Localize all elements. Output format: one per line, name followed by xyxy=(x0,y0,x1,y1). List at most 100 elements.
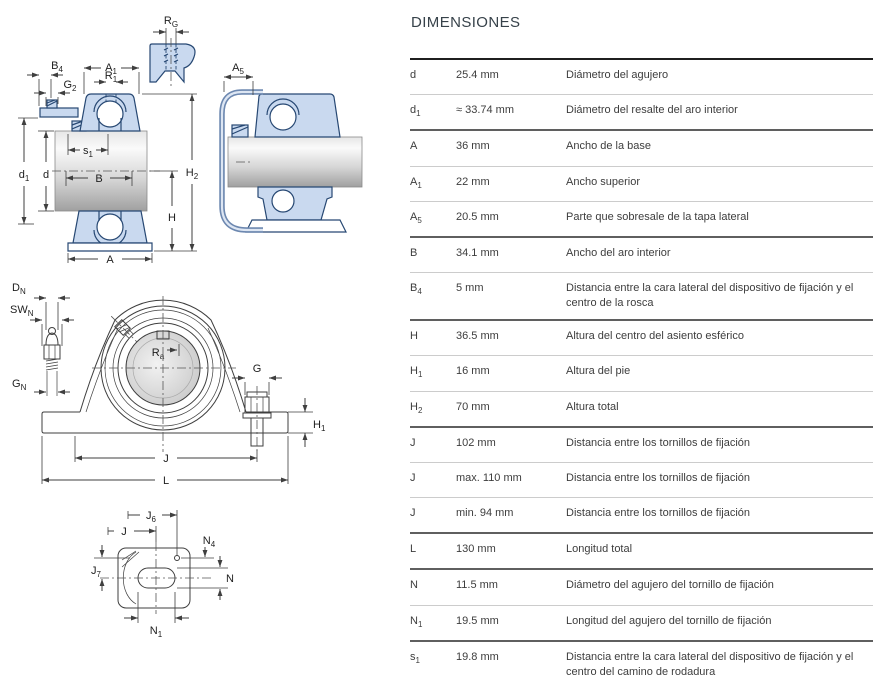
table-row: s1 19.8 mm Distancia entre la cara later… xyxy=(410,639,873,688)
table-row: A1 22 mm Ancho superior xyxy=(410,165,873,201)
dimension-symbol: d1 xyxy=(410,104,421,119)
s1-label: s1 xyxy=(83,145,94,159)
dimension-value: 11.5 mm xyxy=(456,579,498,592)
dimension-description: Parte que sobresale de la tapa lateral xyxy=(566,210,749,223)
gn-label: GN xyxy=(12,378,27,392)
table-row: L 130 mm Longitud total xyxy=(410,532,873,568)
table-row: d1 ≈ 33.74 mm Diámetro del resalte del a… xyxy=(410,94,873,129)
dimension-symbol: N1 xyxy=(410,614,423,629)
dimension-symbol: A5 xyxy=(410,210,422,225)
dimension-description: Diámetro del agujero del tornillo de fij… xyxy=(566,579,774,592)
table-row: d 25.4 mm Diámetro del agujero xyxy=(410,60,873,94)
dimension-description: Diámetro del resalte del aro interior xyxy=(566,104,738,117)
l-label: L xyxy=(163,475,169,487)
table-row: N 11.5 mm Diámetro del agujero del torni… xyxy=(410,568,873,604)
table-row: J max. 110 mm Distancia entre los tornil… xyxy=(410,461,873,497)
dimension-value: 19.8 mm xyxy=(456,650,499,663)
dimension-value: 19.5 mm xyxy=(456,614,499,627)
dimension-symbol: s1 xyxy=(410,650,420,665)
dimension-symbol: L xyxy=(410,543,417,556)
dimensions-table: d 25.4 mm Diámetro del agujero d1 ≈ 33.7… xyxy=(410,58,873,688)
dimension-symbol: N xyxy=(410,579,418,592)
dimension-description: Longitud total xyxy=(566,543,633,556)
dimension-value: 36 mm xyxy=(456,140,490,153)
dimension-value: 5 mm xyxy=(456,282,484,295)
table-row: A5 20.5 mm Parte que sobresale de la tap… xyxy=(410,200,873,236)
swn-label: SWN xyxy=(10,304,34,318)
a5-label: A5 xyxy=(232,62,244,76)
j-label: J xyxy=(163,453,169,465)
dimension-description: Diámetro del agujero xyxy=(566,69,669,81)
dimension-symbol: J xyxy=(410,507,416,520)
dimension-value: 102 mm xyxy=(456,436,496,449)
dimension-symbol: B4 xyxy=(410,282,422,297)
dimension-symbol: H1 xyxy=(410,365,423,380)
dn-label: DN xyxy=(12,282,26,296)
dimension-description: Altura del pie xyxy=(566,365,631,378)
dimension-value: 130 mm xyxy=(456,543,496,556)
dimension-description: Distancia entre los tornillos de fijació… xyxy=(566,507,751,520)
dimension-value: 34.1 mm xyxy=(456,246,499,259)
dimensions-panel: DIMENSIONES d 25.4 mm Diámetro del aguje… xyxy=(410,14,873,688)
dimension-description: Altura del centro del asiento esférico xyxy=(566,330,744,343)
dimension-description: Longitud del agujero del tornillo de fij… xyxy=(566,614,772,627)
r1-label: R1 xyxy=(105,70,118,84)
dimension-description: Ancho de la base xyxy=(566,140,652,153)
table-row: H1 16 mm Altura del pie xyxy=(410,355,873,390)
page-title: DIMENSIONES xyxy=(411,14,521,31)
dimension-symbol: B xyxy=(410,246,418,259)
table-row: A 36 mm Ancho de la base xyxy=(410,129,873,165)
dimension-value: 16 mm xyxy=(456,365,490,378)
dimension-description: Distancia entre la cara lateral del disp… xyxy=(566,282,854,310)
dimension-symbol: A1 xyxy=(410,175,422,190)
table-row: J min. 94 mm Distancia entre los tornill… xyxy=(410,497,873,532)
table-row: B 34.1 mm Ancho del aro interior xyxy=(410,235,873,272)
a1-label: A1 xyxy=(105,62,117,76)
d-label: d xyxy=(43,169,49,181)
dimension-symbol: H2 xyxy=(410,400,423,415)
dimension-symbol: A xyxy=(410,140,418,153)
dimension-value: max. 110 mm xyxy=(456,471,522,484)
dimension-description: Ancho superior xyxy=(566,175,640,188)
dimension-value: 20.5 mm xyxy=(456,210,499,223)
dimension-description: Distancia entre la cara lateral del disp… xyxy=(566,650,854,678)
drawing-front-view: DN SWN GN Ra xyxy=(10,282,326,487)
dimension-value: 25.4 mm xyxy=(456,69,499,81)
j7-label: J7 xyxy=(91,565,102,579)
drawing-side-view: A5 xyxy=(219,62,363,233)
dimension-value: 22 mm xyxy=(456,175,490,188)
table-row: H2 70 mm Altura total xyxy=(410,390,873,426)
dimension-description: Distancia entre los tornillos de fijació… xyxy=(566,436,751,449)
j6-label: J6 xyxy=(146,510,157,524)
b-label: B xyxy=(95,173,102,185)
n1-label: N1 xyxy=(150,625,163,639)
bearing-drawing-svg: RG B4 G2 xyxy=(10,15,363,639)
dimension-value: min. 94 mm xyxy=(456,507,514,520)
h1-label: H1 xyxy=(313,419,326,433)
table-row: H 36.5 mm Altura del centro del asiento … xyxy=(410,319,873,355)
dimension-symbol: H xyxy=(410,330,418,343)
dimension-symbol: J xyxy=(410,471,416,484)
dimension-description: Altura total xyxy=(566,400,619,413)
drawing-front-section: RG B4 G2 xyxy=(18,15,199,266)
rg-label: RG xyxy=(164,15,178,29)
dimension-description: Distancia entre los tornillos de fijació… xyxy=(566,471,751,484)
b4-label: B4 xyxy=(51,60,63,74)
g2-label: G2 xyxy=(63,79,77,93)
n4-label: N4 xyxy=(203,535,216,549)
drawing-bottom-view: J6 J N4 J7 N N1 xyxy=(91,510,234,639)
dimension-value: ≈ 33.74 mm xyxy=(456,104,515,117)
dimension-value: 70 mm xyxy=(456,400,490,413)
table-row: B4 5 mm Distancia entre la cara lateral … xyxy=(410,272,873,319)
table-row: N1 19.5 mm Longitud del agujero del torn… xyxy=(410,604,873,640)
technical-drawings: RG B4 G2 xyxy=(0,0,405,640)
g-label: G xyxy=(253,363,262,375)
dimension-symbol: J xyxy=(410,436,416,449)
n-label: N xyxy=(226,573,234,585)
a-label: A xyxy=(106,254,114,266)
dimension-value: 36.5 mm xyxy=(456,330,499,343)
ra-label: Ra xyxy=(152,347,165,361)
dimension-symbol: d xyxy=(410,69,417,81)
h-label: H xyxy=(168,212,176,224)
dimension-description: Ancho del aro interior xyxy=(566,246,671,259)
